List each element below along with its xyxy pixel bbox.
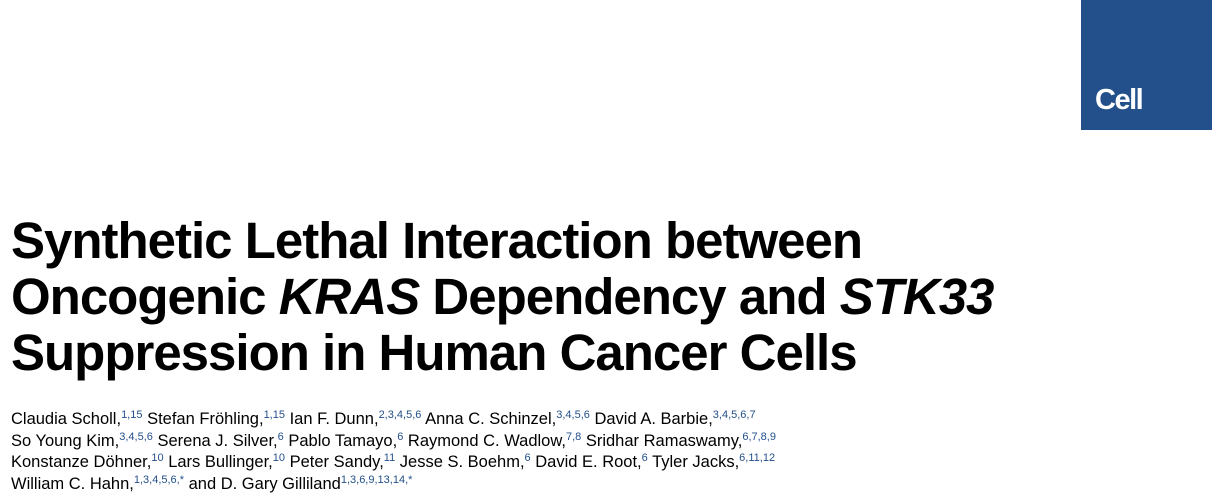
journal-badge: Cell (1081, 0, 1212, 130)
journal-name: Cell (1095, 84, 1144, 116)
author-affiliation: 11 (383, 452, 396, 464)
title-text: Oncogenic (11, 268, 279, 325)
author-name: Tyler Jacks, (652, 453, 740, 471)
title-line-1: Synthetic Lethal Interaction between (11, 212, 863, 269)
author-name: David E. Root, (535, 453, 642, 471)
author-name: Stefan Fröhling, (147, 410, 264, 428)
author-affiliation: 3,4,5,6,7 (712, 409, 756, 421)
author-affiliation: 1,15 (263, 409, 285, 421)
author-name: Ian F. Dunn, (289, 410, 379, 428)
author-name: and D. Gary Gilliland (188, 474, 341, 493)
author-affiliation: 3,4,5,6 (556, 409, 590, 421)
author-affiliation: 1,3,4,5,6,* (133, 473, 185, 486)
author-affiliation: 6 (277, 430, 284, 443)
author-affiliation: 6,7,8,9 (742, 430, 776, 443)
author-name: Jesse S. Boehm, (399, 453, 525, 471)
author-row: Claudia Scholl,1,15 Stefan Fröhling,1,15… (11, 409, 1071, 431)
author-affiliation: 10 (151, 452, 164, 464)
author-affiliation: 10 (272, 452, 286, 464)
title-line-3: Suppression in Human Cancer Cells (11, 324, 858, 381)
author-name: William C. Hahn, (11, 474, 134, 493)
author-name: Raymond C. Wadlow, (407, 431, 566, 450)
author-name: Peter Sandy, (289, 453, 384, 471)
gene-name-kras: KRAS (278, 268, 421, 325)
author-affiliation: 3,4,5,6 (119, 430, 153, 443)
title-text: Dependency and (419, 268, 840, 325)
author-affiliation: 6 (524, 452, 531, 464)
author-affiliation: 1,3,6,9,13,14,* (340, 473, 413, 486)
author-row: So Young Kim,3,4,5,6 Serena J. Silver,6 … (11, 431, 1071, 453)
author-name: David A. Barbie, (594, 410, 713, 428)
author-row: William C. Hahn,1,3,4,5,6,* and D. Gary … (11, 474, 1071, 496)
author-name: Claudia Scholl, (11, 410, 122, 428)
author-affiliation: 6 (397, 430, 404, 443)
author-affiliation: 1,15 (121, 409, 143, 421)
author-name: Sridhar Ramaswamy, (585, 431, 743, 450)
author-name: So Young Kim, (11, 431, 120, 450)
author-affiliation: 2,3,4,5,6 (378, 409, 422, 421)
author-affiliation: 7,8 (565, 430, 582, 443)
author-name: Serena J. Silver, (157, 431, 278, 450)
article-title: Synthetic Lethal Interaction between Onc… (11, 213, 1071, 381)
author-name: Lars Bullinger, (168, 453, 273, 471)
author-name: Anna C. Schinzel, (425, 410, 557, 428)
author-list: Claudia Scholl,1,15 Stefan Fröhling,1,15… (11, 409, 1071, 495)
author-row: Konstanze Döhner,10 Lars Bullinger,10 Pe… (11, 452, 1071, 474)
title-line-2: Oncogenic KRAS Dependency and STK33 (11, 269, 1071, 325)
gene-name-stk33: STK33 (839, 268, 995, 325)
author-affiliation: 6 (641, 452, 648, 464)
author-name: Konstanze Döhner, (11, 453, 152, 471)
author-name: Pablo Tamayo, (288, 431, 398, 450)
author-affiliation: 6,11,12 (739, 452, 776, 464)
